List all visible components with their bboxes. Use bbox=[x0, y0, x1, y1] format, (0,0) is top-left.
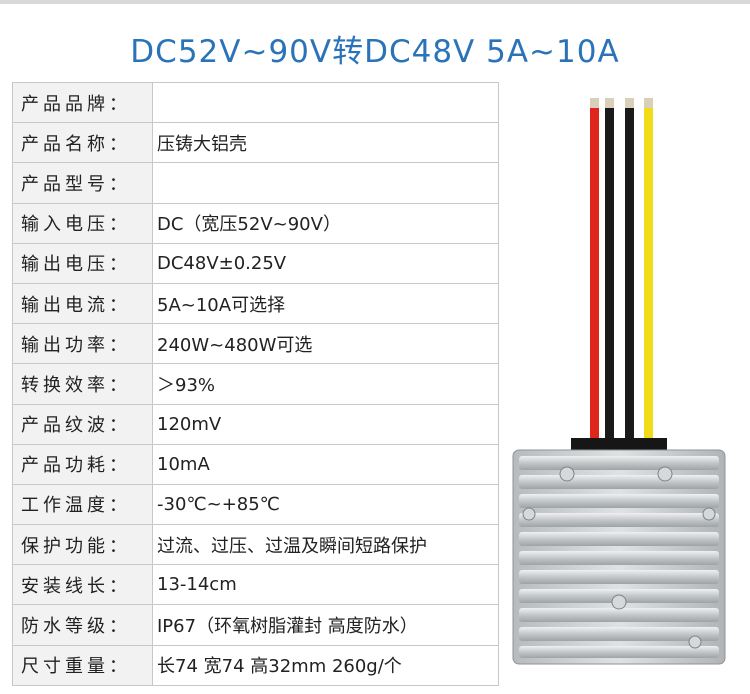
spec-value bbox=[153, 163, 499, 203]
spec-value bbox=[153, 83, 499, 123]
table-row: 转换效率： ＞93% bbox=[13, 364, 499, 405]
spec-value: 10mA bbox=[153, 444, 499, 484]
spec-label: 产品品牌： bbox=[13, 83, 153, 123]
spec-label: 工作温度： bbox=[13, 484, 153, 525]
spec-label: 产品名称： bbox=[13, 123, 153, 163]
spec-label: 产品功耗： bbox=[13, 444, 153, 484]
table-row: 防水等级： IP67（环氧树脂灌封 高度防水） bbox=[13, 605, 499, 646]
spec-value: DC（宽压52V~90V） bbox=[153, 203, 499, 243]
table-row: 保护功能： 过流、过压、过温及瞬间短路保护 bbox=[13, 525, 499, 566]
spec-label: 输出电流： bbox=[13, 283, 153, 324]
screw-icon bbox=[657, 466, 673, 482]
table-row: 产品品牌： bbox=[13, 83, 499, 124]
table-row: 产品名称： 压铸大铝壳 bbox=[13, 123, 499, 164]
spec-value: ＞93% bbox=[153, 364, 499, 404]
wire-bundle bbox=[590, 98, 653, 446]
black-wire bbox=[605, 106, 614, 446]
red-wire bbox=[590, 106, 599, 446]
screw-icon bbox=[611, 594, 627, 610]
product-photo bbox=[512, 98, 726, 665]
yellow-wire bbox=[644, 106, 653, 446]
table-row: 产品型号： bbox=[13, 163, 499, 204]
potting-base bbox=[571, 438, 667, 452]
top-divider bbox=[0, 0, 750, 4]
table-row: 产品功耗： 10mA bbox=[13, 444, 499, 485]
spec-label: 尺寸重量： bbox=[13, 645, 153, 685]
spec-value: 5A~10A可选择 bbox=[153, 283, 499, 324]
spec-label: 产品纹波： bbox=[13, 404, 153, 444]
spec-label: 转换效率： bbox=[13, 364, 153, 404]
spec-label: 输入电压： bbox=[13, 203, 153, 243]
spec-value: 120mV bbox=[153, 404, 499, 444]
screw-icon bbox=[522, 507, 536, 521]
spec-value: -30℃~+85℃ bbox=[153, 484, 499, 525]
spec-label: 安装线长： bbox=[13, 565, 153, 605]
black-wire bbox=[625, 106, 634, 446]
aluminum-housing bbox=[512, 449, 726, 665]
table-row: 输入电压： DC（宽压52V~90V） bbox=[13, 203, 499, 244]
table-row: 安装线长： 13-14cm bbox=[13, 565, 499, 606]
screw-icon bbox=[559, 466, 575, 482]
spec-value: DC48V±0.25V bbox=[153, 243, 499, 283]
table-row: 产品纹波： 120mV bbox=[13, 404, 499, 445]
table-row: 输出电流： 5A~10A可选择 bbox=[13, 283, 499, 325]
spec-label: 防水等级： bbox=[13, 605, 153, 645]
spec-label: 保护功能： bbox=[13, 525, 153, 565]
spec-value: IP67（环氧树脂灌封 高度防水） bbox=[153, 605, 499, 645]
spec-value: 过流、过压、过温及瞬间短路保护 bbox=[153, 525, 499, 565]
spec-value: 13-14cm bbox=[153, 565, 499, 605]
spec-value: 长74 宽74 高32mm 260g/个 bbox=[153, 645, 499, 685]
spec-label: 输出功率： bbox=[13, 324, 153, 364]
screw-icon bbox=[688, 635, 702, 649]
table-row: 输出功率： 240W~480W可选 bbox=[13, 324, 499, 365]
spec-value: 240W~480W可选 bbox=[153, 324, 499, 364]
page-title: DC52V~90V转DC48V 5A~10A bbox=[130, 34, 620, 70]
table-row: 工作温度： -30℃~+85℃ bbox=[13, 484, 499, 526]
screw-icon bbox=[702, 507, 716, 521]
spec-label: 产品型号： bbox=[13, 163, 153, 203]
table-row: 输出电压： DC48V±0.25V bbox=[13, 243, 499, 284]
spec-label: 输出电压： bbox=[13, 243, 153, 283]
table-row: 尺寸重量： 长74 宽74 高32mm 260g/个 bbox=[13, 645, 499, 686]
spec-table: 产品品牌： 产品名称： 压铸大铝壳 产品型号： 输入电压： DC（宽压52V~9… bbox=[12, 82, 499, 686]
spec-value: 压铸大铝壳 bbox=[153, 123, 499, 163]
